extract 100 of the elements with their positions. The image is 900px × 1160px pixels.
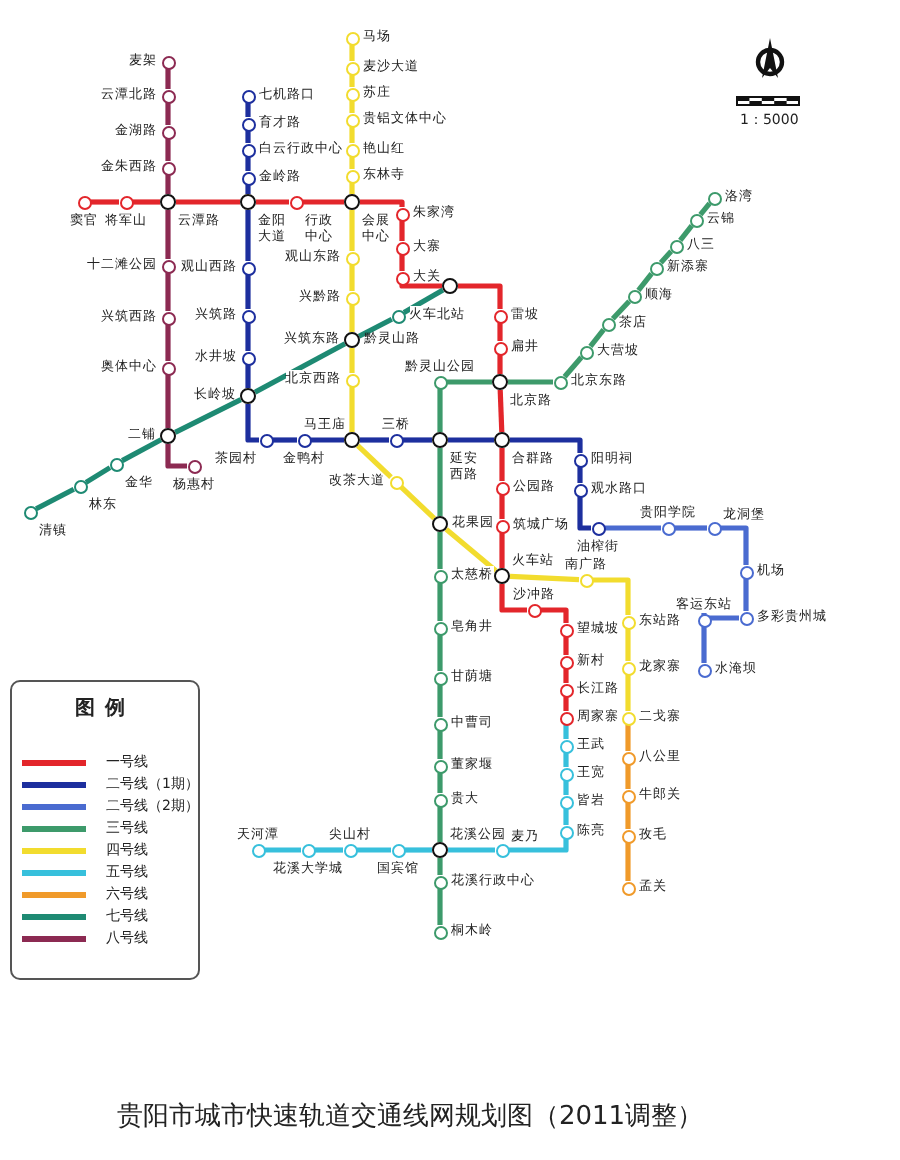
rail-line [509,573,580,583]
rail-line [701,627,707,663]
rail-line [402,287,445,315]
rail-line [625,843,631,881]
rail-line [349,305,355,332]
rail-line [165,175,171,194]
rail-line [245,131,251,143]
rail-line [563,637,569,655]
rail-line [245,404,259,443]
rail-line [165,69,171,89]
rail-line [499,495,505,519]
rail-line [245,210,251,261]
rail-line [437,389,443,432]
rail-line [245,103,251,117]
rail-line [499,584,527,613]
map-title: 贵阳市城市快速轨道交通线网规划图（2011调整） [114,1100,706,1134]
rail-line [91,199,119,205]
rail-line [253,341,347,395]
rail-line [399,255,405,271]
rail-line [165,103,171,125]
rail-line [349,101,355,113]
rail-line [245,323,251,351]
rail-line [444,527,498,573]
rail-line [437,858,443,875]
rail-line [437,635,443,671]
rail-line [593,577,631,615]
rail-line [625,765,631,789]
rail-line [437,773,443,793]
rail-line [625,725,631,751]
rail-line [701,613,739,621]
rail-line [245,275,251,309]
rail-line [349,75,355,87]
rail-line [349,127,355,143]
rail-line [245,185,251,194]
rail-line [35,486,75,512]
rail-line [678,224,694,242]
rail-line [577,497,591,531]
rail-line [625,675,631,711]
rail-line [349,45,355,61]
rail-line [399,484,436,521]
rail-line [165,210,171,259]
rail-line [510,437,583,453]
rail-line [303,199,344,205]
rail-line [563,697,569,711]
rail-line [675,525,707,531]
rail-line [448,847,495,853]
rail-line [508,379,553,385]
rail-line [133,199,160,205]
rail-line [658,249,674,265]
rail-line [399,221,405,241]
rail-line [399,282,442,289]
rail-line [84,465,112,485]
rail-line [562,355,584,379]
rail-line [165,375,171,428]
rail-line [357,316,393,339]
rail-line [245,157,251,171]
rail-line [563,753,569,767]
rail-line [265,847,301,853]
rail-line [437,448,443,516]
rail-line [349,183,355,194]
rail-line [563,809,569,825]
rail-line [349,348,355,373]
rail-line [563,669,569,683]
rail-line [721,525,749,565]
rail-line [256,199,289,205]
rail-line [541,607,569,623]
rail-line [165,444,187,469]
rail-line [349,387,355,432]
rail-line [625,629,631,661]
rail-line [605,525,661,531]
rail-line [448,437,494,443]
rail-line [625,803,631,829]
rail-line [499,533,505,568]
rail-line [245,365,251,388]
rail-line [577,467,583,483]
rail-line [311,437,344,443]
rail-line [437,731,443,759]
rail-line [610,299,632,321]
rail-line [356,443,393,480]
rail-line [497,389,505,433]
rail-line [357,847,391,853]
rail-line [563,725,569,739]
rail-line [563,781,569,795]
rail-line [273,437,297,443]
rail-line [437,532,443,569]
rail-line [499,448,505,481]
rail-line [698,201,712,217]
rail-line [174,397,242,435]
rail-line [360,437,389,443]
rail-line [349,210,355,251]
rail-line [165,325,171,361]
rail-line [349,265,355,291]
rail-line [743,579,749,611]
rail-line [437,807,443,842]
rail-line [497,355,503,374]
rail-line [447,379,492,385]
rail-line [360,199,405,207]
rail-line [497,323,503,341]
rail-line [120,437,163,463]
rail-line [165,273,171,311]
